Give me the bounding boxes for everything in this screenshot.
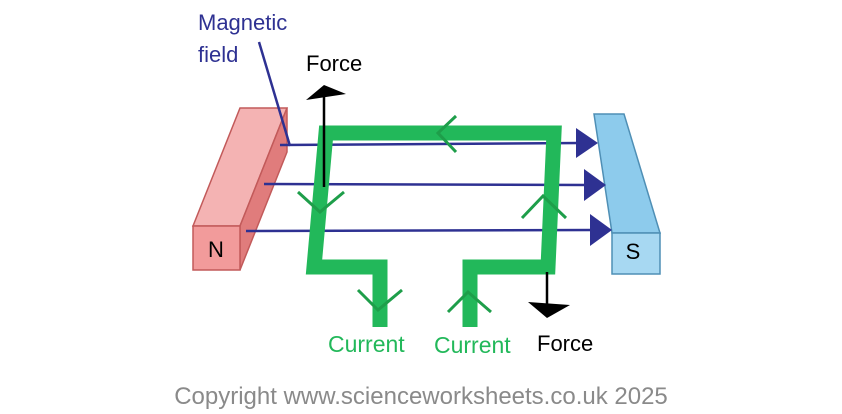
south-pole-label: S [626, 239, 641, 264]
force-label-bottom: Force [537, 331, 593, 356]
field-arrow-top [576, 128, 598, 158]
current-arrow-top [435, 114, 458, 154]
current-arrow-bottom-left [356, 288, 403, 313]
current-arrow-right [520, 193, 568, 220]
field-line-middle [263, 182, 589, 187]
field-arrow-middle [584, 169, 606, 201]
south-magnet-side-face [593, 113, 662, 234]
north-pole-label: N [208, 237, 224, 262]
force-arrows [306, 85, 570, 318]
north-magnet: N [191, 107, 289, 271]
force-arrow-down-head [528, 302, 570, 318]
field-line-bottom [245, 228, 595, 233]
current-label-left: Current [328, 331, 405, 357]
current-arrows [296, 114, 568, 314]
force-label-top: Force [306, 51, 362, 76]
copyright-text: Copyright www.scienceworksheets.co.uk 20… [174, 383, 668, 410]
field-pointer-line [257, 41, 292, 147]
current-label-right: Current [434, 332, 511, 358]
south-magnet: S [593, 113, 662, 275]
south-magnet-front-face [611, 232, 661, 275]
north-magnet-front-face [192, 225, 241, 271]
current-arrow-bottom-right [446, 289, 492, 314]
field-arrow-bottom [590, 214, 612, 246]
current-arrow-left [296, 190, 345, 214]
magnetic-field-label-line2: field [198, 42, 238, 67]
force-arrow-up-head [306, 85, 346, 100]
magnetic-field-label-line1: Magnetic [198, 10, 287, 35]
